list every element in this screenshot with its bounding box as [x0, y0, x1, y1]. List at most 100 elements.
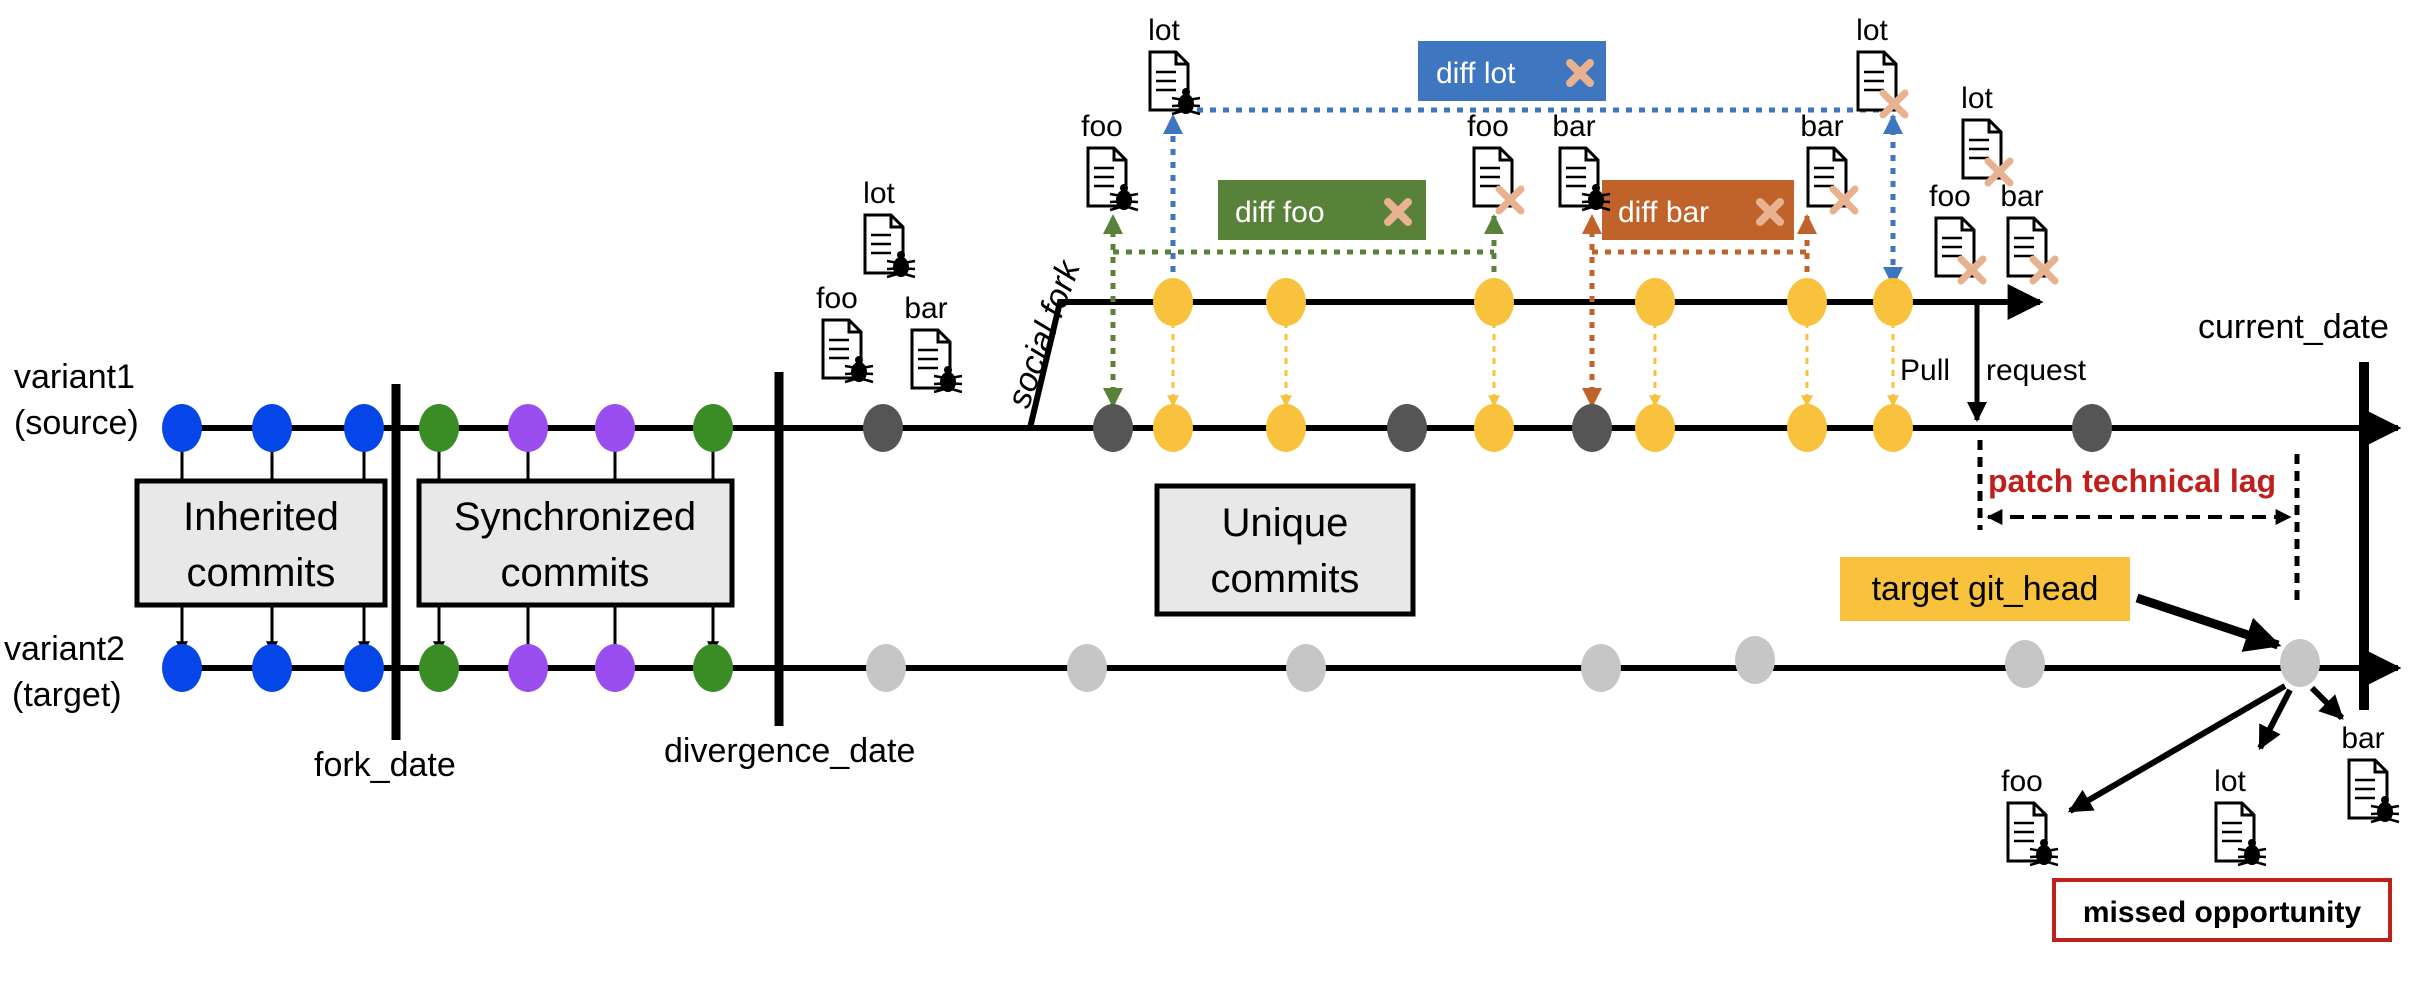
commit-node: [508, 644, 548, 692]
diff-bar-connector: [1582, 214, 1817, 408]
document-icon: [863, 213, 905, 275]
merge-arrows: [1167, 322, 1899, 408]
patch-technical-lag-label: patch technical lag: [1988, 463, 2276, 499]
commit-node: [1153, 404, 1193, 452]
missed-opportunity-box: [2052, 878, 2392, 942]
synchronized-label-2: commits: [501, 551, 650, 595]
commit-node: [2280, 639, 2320, 687]
commit-node: [252, 404, 292, 452]
bug-icon: [886, 251, 916, 279]
commit-node: [693, 404, 733, 452]
commit-node: [1873, 404, 1913, 452]
variant2-label-2: (target): [12, 676, 122, 714]
commit-node: [2072, 404, 2112, 452]
file-bar-fixed: bar: [1800, 110, 1859, 215]
request-label: request: [1986, 354, 2087, 387]
commit-node: [1572, 404, 1612, 452]
patch-lag-markers: [1977, 440, 2300, 600]
cross-icon: [1879, 89, 1909, 119]
document-icon: [910, 328, 952, 390]
file-name: bar: [2341, 722, 2384, 755]
file-lot-buggy: lot: [1148, 14, 1201, 116]
pull-label: Pull: [1900, 354, 1950, 387]
commit-node: [1474, 278, 1514, 326]
file-bar-buggy: bar: [1552, 110, 1611, 212]
bug-icon: [1581, 184, 1611, 212]
bug-icon: [2029, 839, 2059, 867]
commit-node: [344, 404, 384, 452]
social-fork-label: social fork: [1000, 254, 1089, 413]
file-name: foo: [1081, 110, 1123, 143]
file-name: lot: [863, 177, 895, 210]
missed-opportunity-arrows: [2067, 683, 2345, 814]
commit-node: [866, 644, 906, 692]
bug-icon: [1109, 184, 1139, 212]
commit-node: [1093, 404, 1133, 452]
document-icon: [821, 318, 863, 380]
commit-node: [162, 404, 202, 452]
commit-node: [693, 644, 733, 692]
commit-node: [252, 644, 292, 692]
file-bar-fixed: bar: [2000, 180, 2059, 285]
bug-icon: [1171, 88, 1201, 116]
file-name: bar: [904, 292, 947, 325]
variant2-commits: [162, 636, 2320, 692]
bug-icon: [2237, 839, 2267, 867]
commit-node: [419, 644, 459, 692]
unique-label-2: commits: [1211, 557, 1360, 601]
commit-node: [1873, 278, 1913, 326]
file-name: foo: [2001, 765, 2043, 798]
variant1-label-2: (source): [14, 404, 139, 442]
commit-node: [1787, 404, 1827, 452]
file-bar-buggy: bar: [2341, 722, 2400, 824]
file-name: bar: [2000, 180, 2043, 213]
diff-foo-label: diff foo: [1235, 196, 1325, 229]
bug-icon: [2370, 796, 2400, 824]
synchronized-commits-box: Synchronized commits: [416, 478, 735, 608]
cross-icon: [1957, 255, 1987, 285]
file-lot-buggy: lot: [2214, 765, 2267, 867]
inherited-label-1: Inherited: [183, 495, 339, 539]
file-name: lot: [1856, 14, 1888, 47]
unique-label-1: Unique: [1222, 501, 1349, 545]
commit-node: [2005, 640, 2045, 688]
file-foo-fixed: foo: [1929, 180, 1987, 285]
inherited-label-2: commits: [187, 551, 336, 595]
cross-icon: [1384, 198, 1412, 226]
divergence-date-label: divergence_date: [664, 732, 915, 770]
file-foo-buggy: foo: [2001, 765, 2059, 867]
bug-icon: [933, 366, 963, 394]
file-foo-buggy: foo: [816, 282, 874, 384]
diff-lot-label: diff lot: [1436, 57, 1516, 90]
commit-node: [1286, 644, 1326, 692]
file-name: lot: [2214, 765, 2246, 798]
variant2-label-1: variant2: [4, 630, 125, 668]
commit-node: [595, 644, 635, 692]
cross-icon: [1495, 185, 1525, 215]
commit-node: [1474, 404, 1514, 452]
commit-node: [1387, 404, 1427, 452]
diff-lot-connector: [1163, 107, 1903, 287]
commit-node: [1581, 644, 1621, 692]
file-name: lot: [1148, 14, 1180, 47]
diff-bar-tag: diff bar: [1602, 180, 1794, 240]
missed-opportunity-label: missed opportunity: [2083, 896, 2362, 929]
current-date-label: current_date: [2198, 308, 2389, 346]
commit-node: [1735, 636, 1775, 684]
commit-node: [595, 404, 635, 452]
file-name: foo: [1929, 180, 1971, 213]
file-name: foo: [1467, 110, 1509, 143]
commit-node: [1067, 644, 1107, 692]
cross-icon: [1756, 198, 1784, 226]
commit-node: [508, 404, 548, 452]
file-foo-fixed: foo: [1467, 110, 1525, 215]
file-lot-buggy: lot: [863, 177, 916, 279]
fork-date-label: fork_date: [314, 746, 456, 784]
diff-bar-label: diff bar: [1618, 196, 1709, 229]
commit-node: [419, 404, 459, 452]
variant1-commits: [162, 404, 2112, 452]
commit-node: [162, 644, 202, 692]
cross-icon: [1566, 59, 1594, 87]
commit-node: [344, 644, 384, 692]
